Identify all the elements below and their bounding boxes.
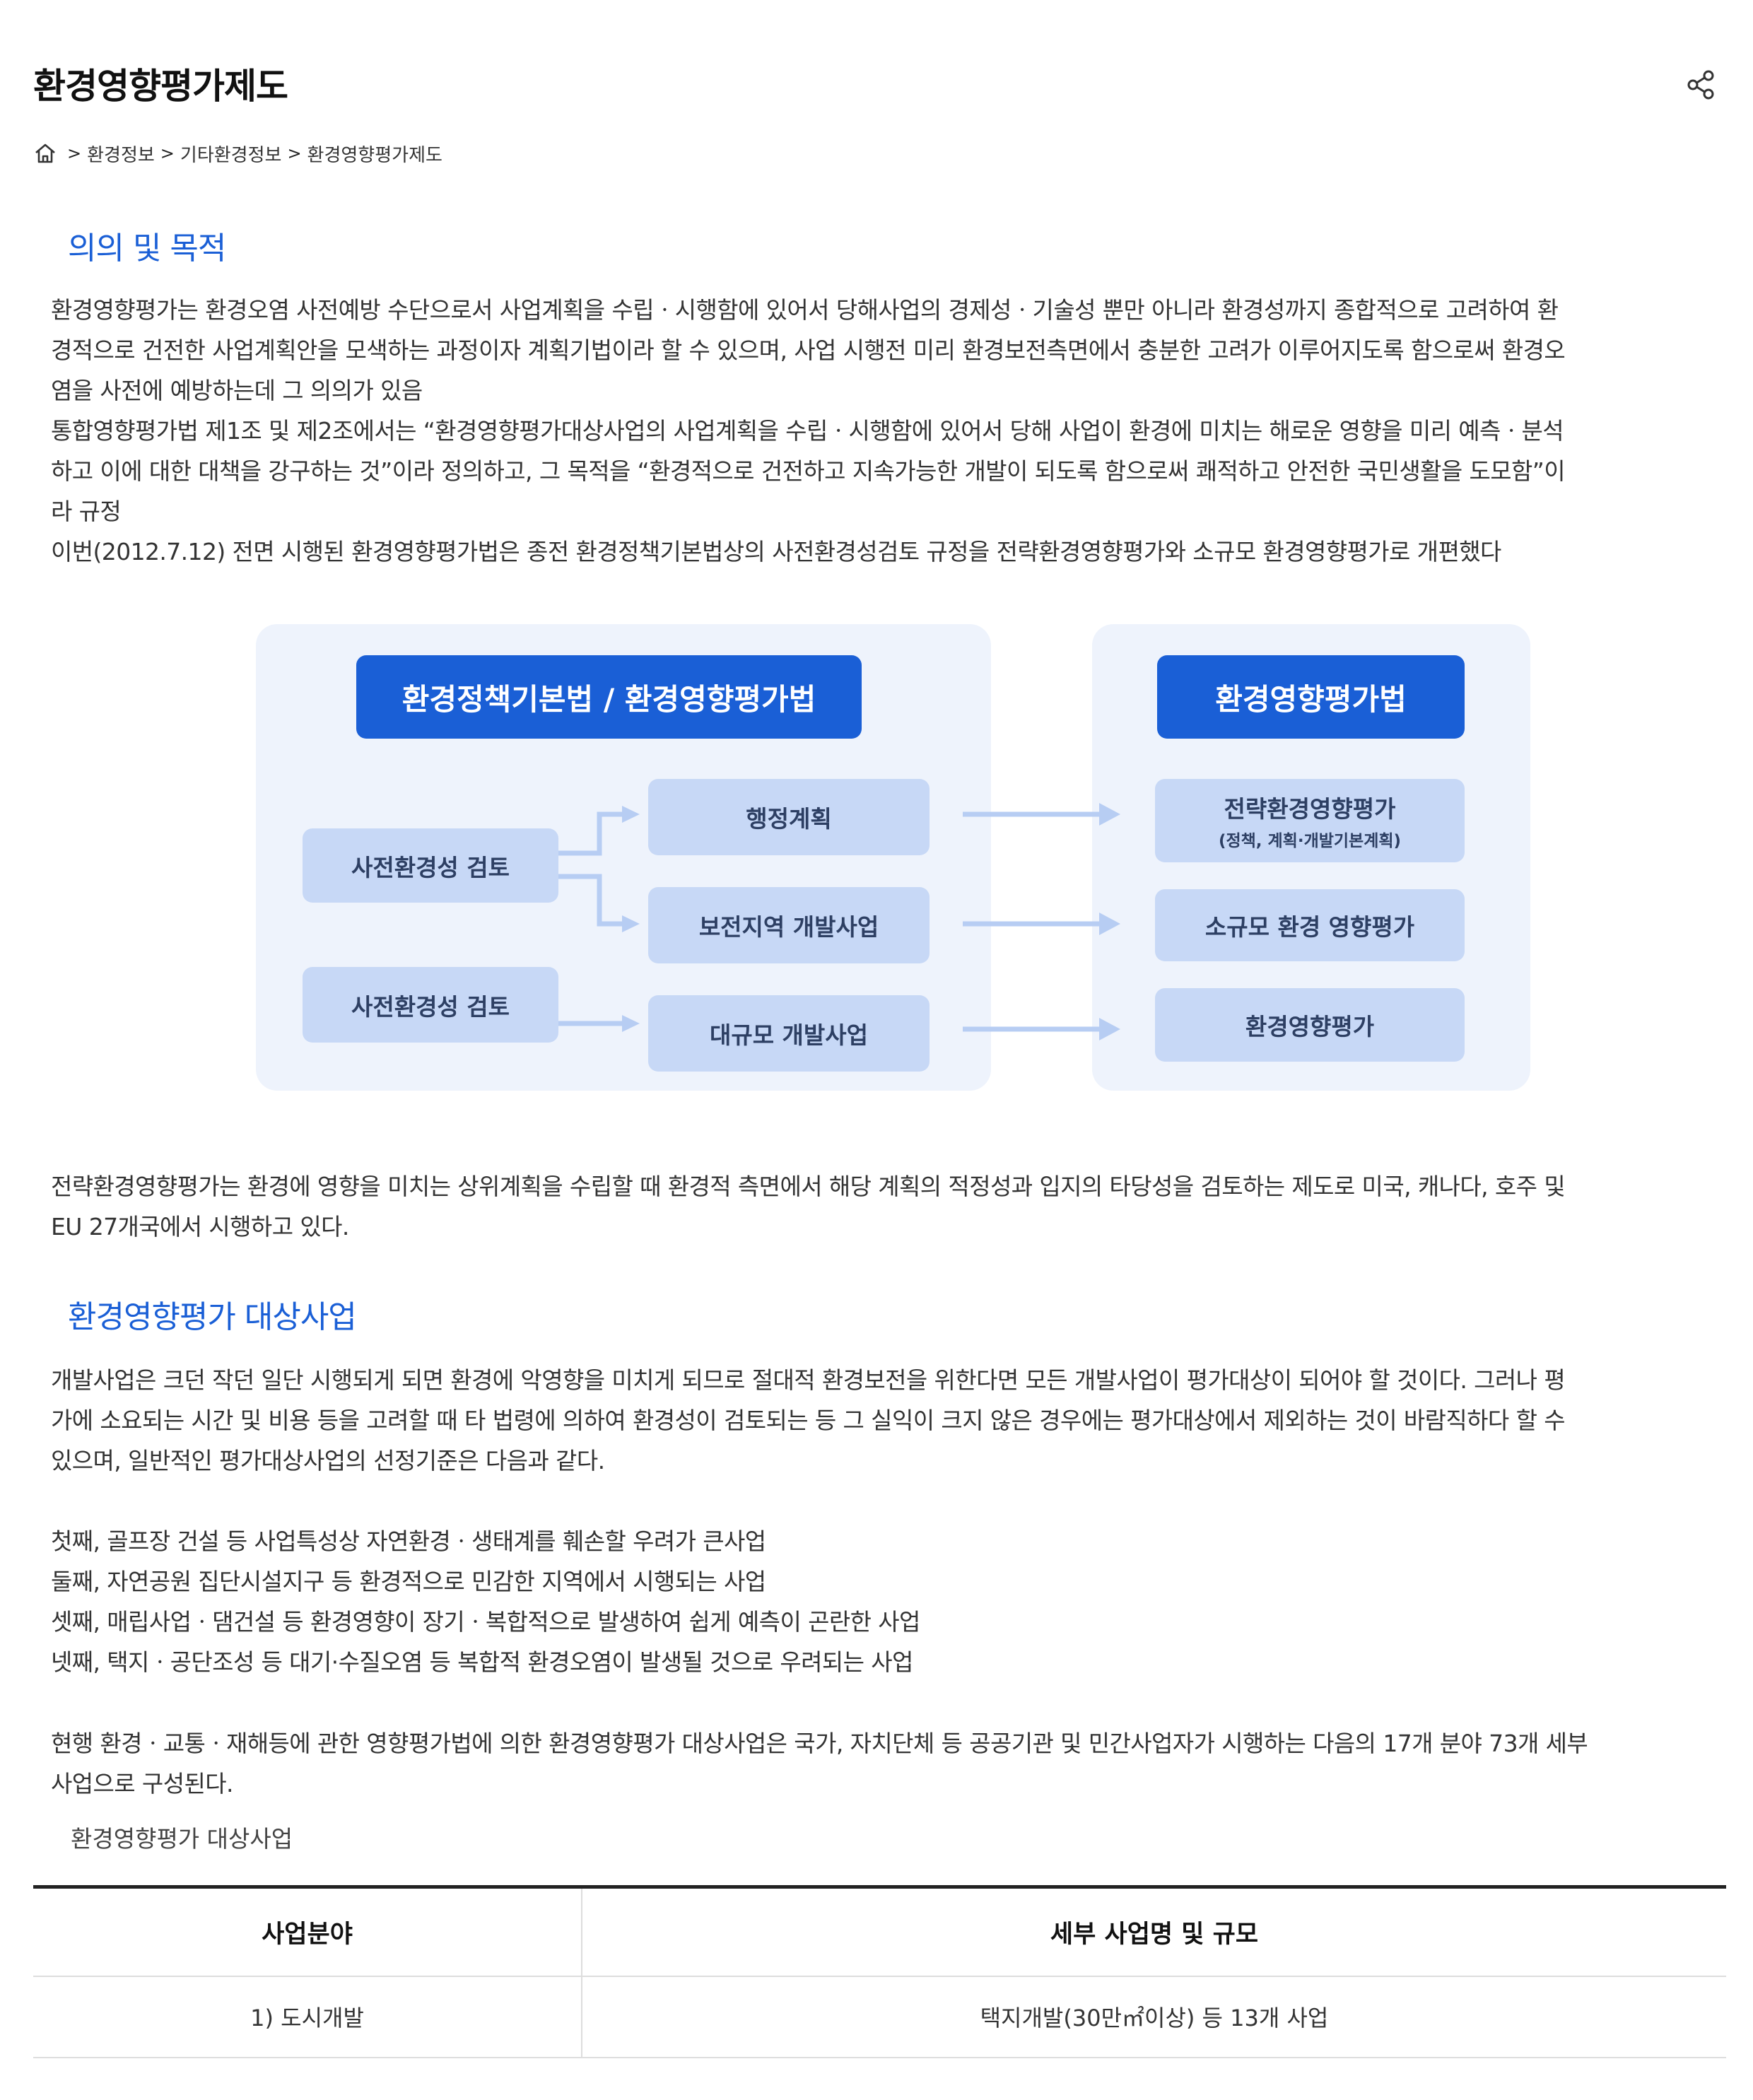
section-heading-purpose: 의의 및 목적	[68, 230, 226, 266]
text-line: 전략환경영향평가는 환경에 영향을 미치는 상위계획을 수립할 때 환경적 측면…	[51, 1173, 1566, 1200]
target-projects-table: 사업분야 세부 사업명 및 규모 1) 도시개발 택지개발(30만㎡이상) 등 …	[33, 1885, 1726, 2058]
text-line: 염을 사전에 예방하는데 그 의의가 있음	[51, 377, 423, 404]
diagram-left-header: 환경정책기본법 / 환경영향평가법	[356, 655, 862, 739]
text-line: 하고 이에 대한 대책을 강구하는 것”이라 정의하고, 그 목적을 “환경적으…	[51, 457, 1566, 485]
connector-arrow	[558, 811, 626, 856]
list-item: 첫째, 골프장 건설 등 사업특성상 자연환경ㆍ생태계를 훼손할 우려가 큰사업	[51, 1527, 766, 1555]
diagram-middle-box: 보전지역 개발사업	[648, 887, 930, 963]
section-heading-target-projects: 환경영향평가 대상사업	[68, 1299, 357, 1335]
text-line: 개발사업은 크던 작던 일단 시행되게 되면 환경에 악영향을 미치게 되므로 …	[51, 1366, 1566, 1394]
diagram-middle-box: 대규모 개발사업	[648, 995, 930, 1072]
breadcrumb-item-env-info[interactable]: 환경정보	[87, 144, 155, 166]
purpose-text: 환경영향평가는 환경오염 사전예방 수단으로서 사업계획을 수립ㆍ시행함에 있어…	[51, 290, 1726, 572]
current-law-text: 현행 환경ㆍ교통ㆍ재해등에 관한 영향평가법에 의한 환경영향평가 대상사업은 …	[51, 1723, 1726, 1804]
list-item: 셋째, 매립사업ㆍ댐건설 등 환경영향이 장기ㆍ복합적으로 발생하여 쉽게 예측…	[51, 1608, 920, 1636]
table-cell: 택지개발(30만㎡이상) 등 13개 사업	[582, 1976, 1726, 2058]
arrow-head	[622, 806, 640, 823]
text-line: EU 27개국에서 시행하고 있다.	[51, 1213, 349, 1240]
arrow-head	[1099, 913, 1120, 935]
connector-arrow	[558, 874, 626, 927]
share-icon[interactable]	[1684, 68, 1718, 102]
breadcrumb-item-current[interactable]: 환경영향평가제도	[307, 144, 442, 166]
arrow-head	[1099, 803, 1120, 826]
arrow-head	[622, 1015, 640, 1032]
list-item: 둘째, 자연공원 집단시설지구 등 환경적으로 민감한 지역에서 시행되는 사업	[51, 1568, 766, 1595]
chevron-right-icon: >	[287, 143, 302, 163]
text-line: 가에 소요되는 시간 및 비용 등을 고려할 때 타 법령에 의하여 환경성이 …	[51, 1407, 1566, 1434]
diagram-result-box: 소규모 환경 영향평가	[1155, 889, 1465, 961]
list-item: 넷째, 택지ㆍ공단조성 등 대기·수질오염 등 복합적 환경오염이 발생될 것으…	[51, 1648, 913, 1676]
selection-criteria-list: 첫째, 골프장 건설 등 사업특성상 자연환경ㆍ생태계를 훼손할 우려가 큰사업…	[51, 1521, 1726, 1682]
strategic-eia-text: 전략환경영향평가는 환경에 영향을 미치는 상위계획을 수립할 때 환경적 측면…	[51, 1166, 1726, 1247]
diagram-result-box: 전략환경영향평가 (정책, 계획·개발기본계획)	[1155, 779, 1465, 862]
text-line: 이번(2012.7.12) 전면 시행된 환경영향평가법은 종전 환경정책기본법…	[51, 538, 1501, 565]
text-line: 통합영향평가법 제1조 및 제2조에서는 “환경영향평가대상사업의 사업계획을 …	[51, 417, 1564, 445]
arrow-head	[622, 915, 640, 932]
diagram-result-label: 소규모 환경 영향평가	[1204, 913, 1415, 941]
home-icon[interactable]	[33, 141, 57, 165]
arrow-head	[1099, 1018, 1120, 1040]
breadcrumb-item-other-env-info[interactable]: 기타환경정보	[180, 144, 282, 166]
text-line: 있으며, 일반적인 평가대상사업의 선정기준은 다음과 같다.	[51, 1447, 605, 1474]
text-line: 라 규정	[51, 498, 122, 525]
diagram-source-box: 사전환경성 검토	[303, 828, 558, 903]
text-line: 사업으로 구성된다.	[51, 1770, 233, 1797]
chevron-right-icon: >	[160, 143, 175, 163]
text-line: 경적으로 건전한 사업계획안을 모색하는 과정이자 계획기법이라 할 수 있으며…	[51, 336, 1566, 364]
table-header-cell: 사업분야	[33, 1885, 582, 1977]
chevron-right-icon: >	[67, 143, 82, 163]
diagram-source-box: 사전환경성 검토	[303, 967, 558, 1043]
target-projects-intro: 개발사업은 크던 작던 일단 시행되게 되면 환경에 악영향을 미치게 되므로 …	[51, 1360, 1726, 1481]
diagram-result-label: 전략환경영향평가	[1224, 795, 1396, 823]
diagram-result-box: 환경영향평가	[1155, 988, 1465, 1062]
table-header-cell: 세부 사업명 및 규모	[582, 1885, 1726, 1977]
table-row: 1) 도시개발 택지개발(30만㎡이상) 등 13개 사업	[33, 1976, 1726, 2058]
text-line: 환경영향평가는 환경오염 사전예방 수단으로서 사업계획을 수립ㆍ시행함에 있어…	[51, 296, 1559, 324]
diagram-right-header: 환경영향평가법	[1157, 655, 1465, 739]
text-line: 현행 환경ㆍ교통ㆍ재해등에 관한 영향평가법에 의한 환경영향평가 대상사업은 …	[51, 1730, 1588, 1757]
page-title: 환경영향평가제도	[33, 66, 288, 107]
diagram-result-sub: (정책, 계획·개발기본계획)	[1218, 832, 1402, 850]
table-header-row: 사업분야 세부 사업명 및 규모	[33, 1885, 1726, 1977]
table-cell: 1) 도시개발	[33, 1976, 582, 2058]
table-caption: 환경영향평가 대상사업	[71, 1825, 293, 1853]
diagram-result-label: 환경영향평가	[1245, 1013, 1375, 1040]
breadcrumb: > 환경정보 > 기타환경정보 > 환경영향평가제도	[33, 141, 442, 166]
diagram-middle-box: 행정계획	[648, 779, 930, 855]
